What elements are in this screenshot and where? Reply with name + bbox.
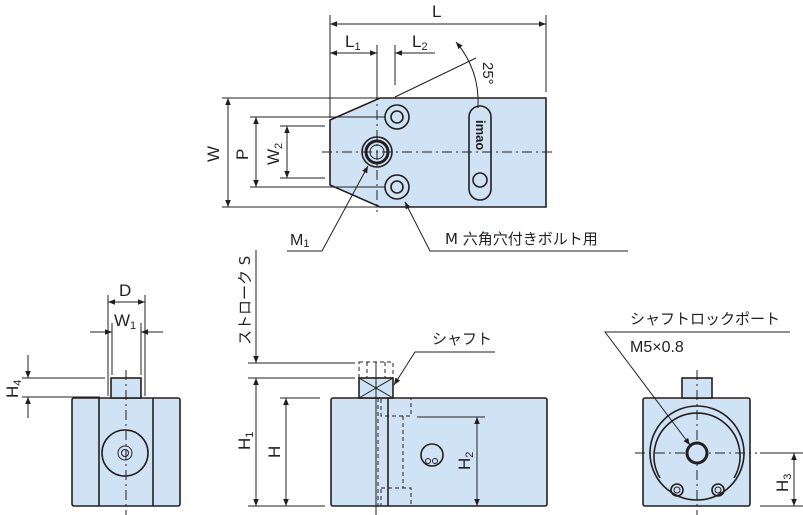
leader-m1	[287, 165, 369, 252]
dim-label-l2: L2	[412, 32, 428, 53]
callout-port-spec: M5×0.8	[630, 339, 684, 356]
threaded-hole-m1	[361, 136, 393, 168]
dim-label-w: W	[204, 146, 223, 162]
left-side-view: D W1 H4	[3, 281, 181, 515]
right-side-view: シャフトロックポート M5×0.8 H3	[603, 310, 803, 515]
leader-bolt	[404, 201, 628, 252]
angle-label: 25°	[479, 62, 496, 85]
dim-label-w1: W1	[114, 311, 136, 332]
dim-label-h2: H2	[455, 452, 476, 470]
dim-label-h1: H1	[235, 432, 256, 450]
dim-label-h4: H4	[3, 380, 24, 398]
leader-port	[603, 331, 790, 446]
callout-bolt: M 六角穴付きボルト用	[445, 230, 598, 248]
callout-m1: M1	[290, 232, 309, 250]
callout-shaft: シャフト	[432, 330, 492, 348]
leader-shaft	[393, 351, 495, 386]
callout-port-label: シャフトロックポート	[630, 310, 780, 328]
dim-label-h3: H3	[773, 474, 794, 492]
dim-label-d: D	[119, 281, 131, 300]
dim-label-p: P	[233, 149, 252, 160]
angle-arc	[455, 41, 479, 109]
svg-text:imao: imao	[473, 120, 488, 150]
dim-label-w2: W2	[264, 143, 285, 165]
dim-label-h: H	[265, 446, 284, 458]
top-view: imao L L1 L2 25° W P W2	[204, 2, 628, 252]
dim-label-stroke: ストローク S	[236, 256, 254, 345]
imao-logo: imao	[468, 105, 492, 201]
front-view: ストローク S H1 H H2 シャフト	[235, 250, 548, 515]
dim-label-l: L	[432, 2, 441, 21]
dim-label-l1: L1	[345, 32, 361, 53]
front-view-body	[330, 397, 548, 507]
